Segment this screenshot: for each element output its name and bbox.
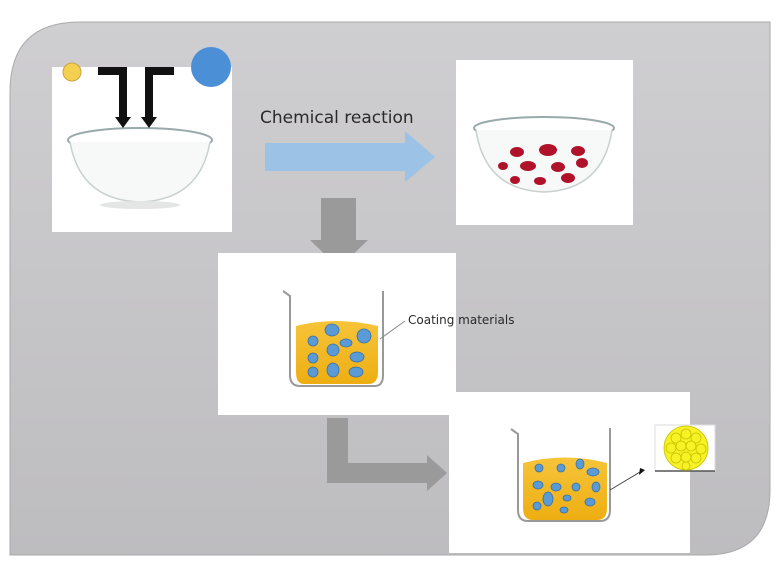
reaction-label: Chemical reaction	[260, 108, 414, 128]
encapsulated-particles	[532, 458, 601, 514]
l-arrow-icon	[327, 418, 447, 491]
step2-product-panel	[456, 60, 633, 225]
coated-particles	[307, 323, 372, 378]
coating-label: Coating materials	[408, 313, 515, 327]
down-arrow-icon	[310, 198, 368, 268]
reactant-a-icon	[62, 62, 82, 82]
microcapsule-cluster-icon	[663, 425, 709, 471]
reactant-b-icon	[191, 47, 231, 87]
step3-coating-panel	[218, 253, 456, 415]
step1-bowl-panel	[52, 47, 232, 232]
reaction-arrow-icon	[265, 131, 435, 182]
step4-encapsulated-panel	[449, 392, 716, 553]
add-arrow-left-icon	[98, 67, 131, 128]
product-particles	[498, 144, 588, 185]
add-arrow-right-icon	[141, 67, 174, 128]
